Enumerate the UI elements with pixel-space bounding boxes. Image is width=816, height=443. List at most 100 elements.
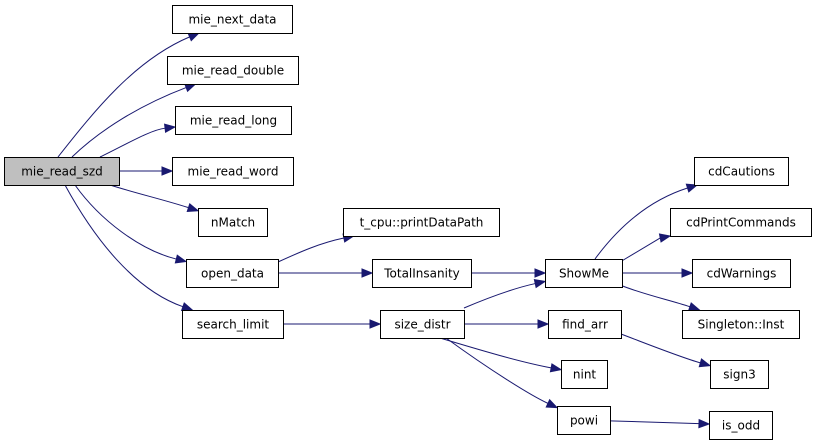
node-cdWarnings[interactable]: cdWarnings <box>692 259 791 288</box>
arrowhead-icon <box>174 254 188 264</box>
node-label: t_cpu::printDataPath <box>360 216 484 230</box>
edge-mie_read_szd-to-mie_next_data <box>57 32 201 158</box>
edge-ShowMe-to-cdCautions <box>594 183 699 260</box>
edge-open_data-to-TotalInsanity <box>278 268 374 278</box>
arrowhead-icon <box>369 319 382 329</box>
node-ShowMe[interactable]: ShowMe <box>545 259 623 288</box>
edge-size_distr-to-find_arr <box>464 319 550 329</box>
arrowhead-icon <box>361 268 374 278</box>
node-t_cpu_printDataPath[interactable]: t_cpu::printDataPath <box>343 208 500 237</box>
arrowhead-icon <box>534 268 547 278</box>
node-nMatch[interactable]: nMatch <box>198 208 268 237</box>
arrowhead-icon <box>533 279 547 289</box>
node-label: cdCautions <box>708 165 775 179</box>
node-label: open_data <box>201 267 264 281</box>
node-Singleton_Inst[interactable]: Singleton::Inst <box>682 310 800 339</box>
node-TotalInsanity[interactable]: TotalInsanity <box>372 259 472 288</box>
edge-size_distr-to-powi <box>445 337 559 409</box>
node-label: sign3 <box>723 368 755 382</box>
node-powi[interactable]: powi <box>557 406 611 435</box>
edge-ShowMe-to-cdPrintCommands <box>619 233 672 263</box>
node-label: TotalInsanity <box>383 267 460 281</box>
node-box <box>172 157 294 186</box>
edge-line <box>609 420 700 425</box>
edge-powi-to-is_odd <box>609 418 711 429</box>
node-box <box>198 208 268 237</box>
arrowhead-icon <box>549 363 563 373</box>
node-sign3[interactable]: sign3 <box>710 360 769 389</box>
arrowhead-icon <box>545 398 559 409</box>
node-box <box>175 106 292 135</box>
edge-line <box>277 237 344 263</box>
node-box <box>548 310 622 339</box>
node-box <box>682 310 800 339</box>
node-box <box>545 259 623 288</box>
node-mie_read_long[interactable]: mie_read_long <box>175 106 292 135</box>
arrowhead-icon <box>658 233 672 243</box>
node-box <box>186 259 279 288</box>
node-search_limit[interactable]: search_limit <box>182 310 284 339</box>
arrowhead-icon <box>187 32 201 42</box>
node-mie_read_word[interactable]: mie_read_word <box>172 157 294 186</box>
node-mie_read_szd[interactable]: mie_read_szd <box>4 157 120 186</box>
node-box <box>372 259 472 288</box>
call-graph-edges <box>57 32 712 429</box>
arrowhead-icon <box>186 202 200 213</box>
arrowhead-icon <box>180 302 194 312</box>
node-label: mie_read_double <box>182 64 284 78</box>
edge-TotalInsanity-to-ShowMe <box>471 268 547 278</box>
node-size_distr[interactable]: size_distr <box>380 310 465 339</box>
node-is_odd[interactable]: is_odd <box>709 411 773 440</box>
node-box <box>172 5 293 34</box>
node-box <box>557 406 611 435</box>
arrowhead-icon <box>164 123 177 133</box>
node-box <box>670 208 812 237</box>
edge-search_limit-to-size_distr <box>283 319 382 329</box>
node-mie_next_data[interactable]: mie_next_data <box>172 5 293 34</box>
node-mie_read_double[interactable]: mie_read_double <box>167 56 299 85</box>
node-cdCautions[interactable]: cdCautions <box>694 157 789 186</box>
edge-mie_read_szd-to-open_data <box>74 184 188 264</box>
node-label: size_distr <box>394 318 450 332</box>
edge-line <box>619 284 691 308</box>
node-open_data[interactable]: open_data <box>186 259 279 288</box>
edge-line <box>463 283 536 309</box>
edge-open_data-to-t_cpu_printDataPath <box>277 233 355 263</box>
node-box <box>709 411 773 440</box>
node-nint[interactable]: nint <box>561 360 608 389</box>
node-label: nint <box>573 368 597 382</box>
edge-line <box>57 36 190 158</box>
edge-line <box>99 127 166 158</box>
node-label: Singleton::Inst <box>698 318 785 332</box>
edge-line <box>594 187 688 260</box>
arrowhead-icon <box>698 418 711 429</box>
node-label: mie_next_data <box>188 13 276 27</box>
edge-ShowMe-to-cdWarnings <box>622 268 694 278</box>
node-label: search_limit <box>197 318 270 332</box>
arrowhead-icon <box>685 183 699 193</box>
edge-line <box>64 184 184 308</box>
node-label: powi <box>570 414 598 428</box>
node-label: cdWarnings <box>707 267 777 281</box>
edge-line <box>71 87 187 158</box>
call-graph-nodes: mie_read_szd mie_next_data mie_read_double… <box>4 5 812 440</box>
edge-line <box>445 337 549 404</box>
edge-line <box>619 237 661 263</box>
edge-line <box>620 333 701 364</box>
node-label: cdPrintCommands <box>686 216 796 230</box>
node-box <box>561 360 608 389</box>
edge-find_arr-to-sign3 <box>620 333 712 368</box>
edge-line <box>109 184 189 209</box>
node-box <box>343 208 500 237</box>
node-box <box>380 310 465 339</box>
node-box <box>710 360 769 389</box>
edge-mie_read_szd-to-nMatch <box>109 184 200 213</box>
edge-size_distr-to-ShowMe <box>463 279 547 309</box>
node-find_arr[interactable]: find_arr <box>548 310 622 339</box>
arrowhead-icon <box>161 166 174 176</box>
arrowhead-icon <box>698 358 712 368</box>
node-label: find_arr <box>562 318 608 332</box>
arrowhead-icon <box>537 319 550 329</box>
node-cdPrintCommands[interactable]: cdPrintCommands <box>670 208 812 237</box>
